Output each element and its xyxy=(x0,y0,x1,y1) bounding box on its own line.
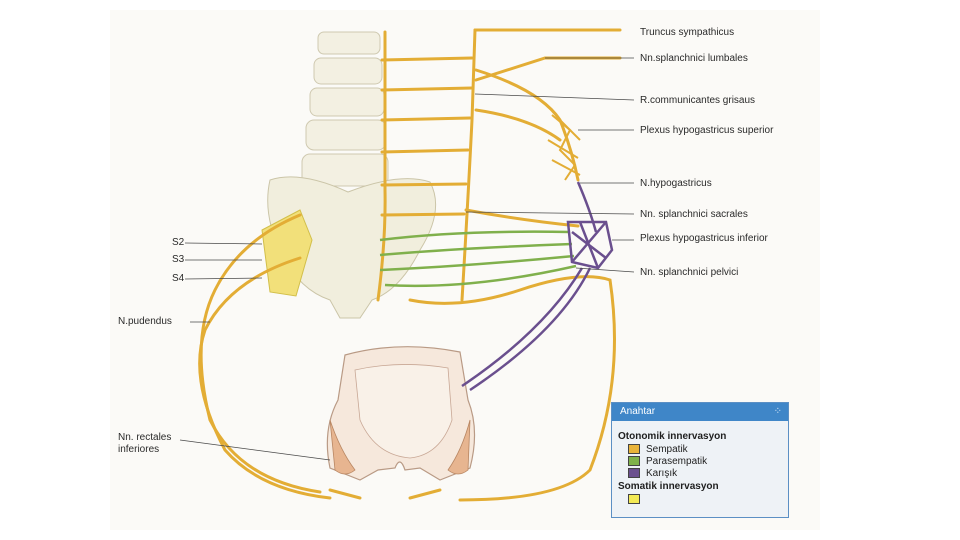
lumbar-spine xyxy=(301,31,389,187)
label-splanchnici-pelvici: Nn. splanchnici pelvici xyxy=(640,267,739,278)
legend-item-parasympathetic: Parasempatik xyxy=(612,455,788,467)
rectum xyxy=(326,346,476,481)
legend-item-sympathetic: Sempatik xyxy=(612,443,788,455)
label-splanchnici-lumbales: Nn.splanchnici lumbales xyxy=(640,53,748,64)
label-splanchnici-sacrales: Nn. splanchnici sacrales xyxy=(640,209,748,220)
label-hypogastricus: N.hypogastricus xyxy=(640,178,712,189)
legend-section-autonomic: Otonomik innervasyon xyxy=(618,431,727,442)
swatch-sympathetic xyxy=(628,444,640,454)
label-plexus-inferior: Plexus hypogastricus inferior xyxy=(640,233,768,244)
swatch-mixed xyxy=(628,468,640,478)
legend-item-label: Parasempatik xyxy=(646,455,708,467)
swatch-somatic xyxy=(628,494,640,504)
legend-item-mixed: Karışık xyxy=(612,467,788,479)
legend-decoration-icon: ⁘ xyxy=(773,406,782,417)
legend-section-somatic: Somatik innervasyon xyxy=(618,481,719,492)
sympathetic-nerves xyxy=(198,28,622,502)
label-s2: S2 xyxy=(172,237,185,248)
leader-lines xyxy=(179,57,635,461)
legend-header: Anahtar ⁘ xyxy=(612,403,788,421)
label-truncus-sympathicus: Truncus sympathicus xyxy=(640,27,735,38)
swatch-parasympathetic xyxy=(628,456,640,466)
label-pudendus: N.pudendus xyxy=(118,316,172,327)
superior-hypogastric-plexus xyxy=(547,114,581,181)
label-rectales: Nn. rectales inferiores xyxy=(118,432,172,455)
legend-item-label: Karışık xyxy=(646,467,678,479)
parasympathetic-nerves xyxy=(379,230,577,288)
label-s4: S4 xyxy=(172,273,185,284)
legend-box: Anahtar ⁘ Otonomik innervasyon Sempatik … xyxy=(611,402,789,518)
mixed-nerves xyxy=(461,181,614,392)
label-communicantes: R.communicantes grisaus xyxy=(640,95,756,106)
legend-title: Anahtar xyxy=(620,406,656,417)
sacral-plexus xyxy=(261,209,313,297)
label-s3: S3 xyxy=(172,254,185,265)
legend-item-somatic xyxy=(612,493,788,505)
label-plexus-superior: Plexus hypogastricus superior xyxy=(640,125,774,136)
legend-item-label: Sempatik xyxy=(646,443,688,455)
